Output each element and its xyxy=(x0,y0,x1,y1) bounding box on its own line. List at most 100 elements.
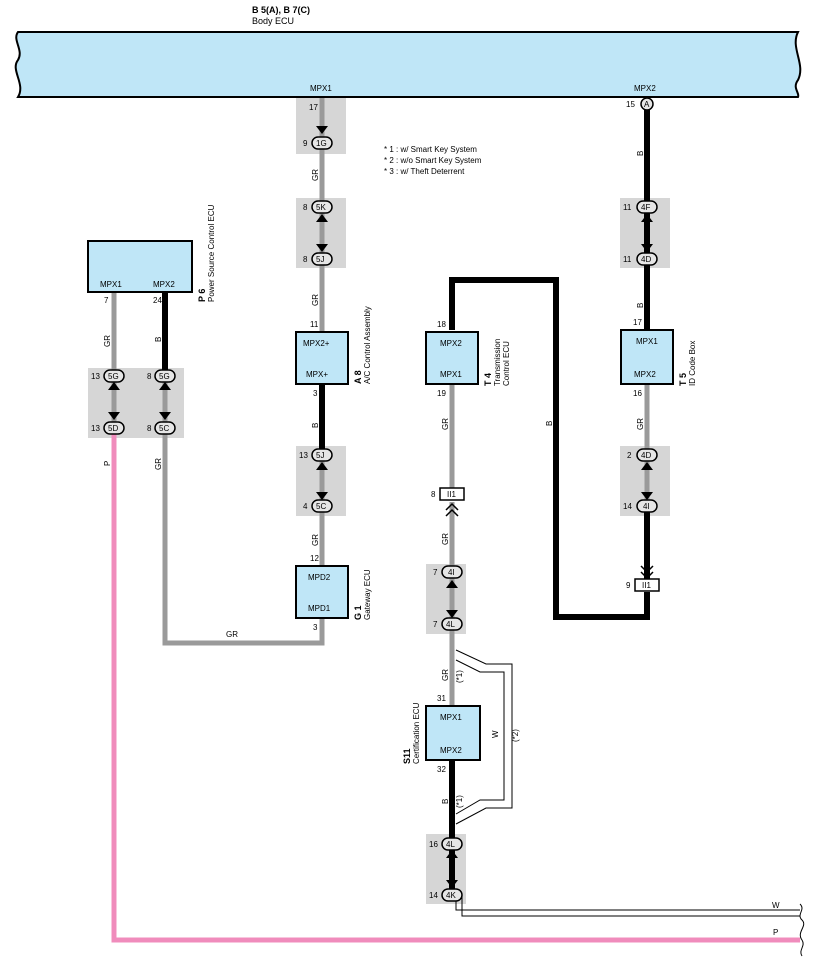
ecu-power-num-b: 24 xyxy=(153,296,162,305)
pin-body-mpx1: 17 xyxy=(309,103,318,112)
body-pin-mpx2: MPX2 xyxy=(634,84,656,93)
pill-body-a-label: A xyxy=(644,100,650,109)
ecu-ac-pin-top: MPX2+ xyxy=(303,339,330,348)
wire-w-bypass-outer xyxy=(455,649,513,825)
pill-body-a xyxy=(640,97,654,111)
label-b-idcode-2: B xyxy=(636,303,645,308)
pill-5g-1 xyxy=(103,369,125,383)
pill-4l-label: 4L xyxy=(446,620,455,629)
pill-4k-label: 4K xyxy=(446,891,456,900)
arrow-down-5k xyxy=(316,244,328,252)
ecu-cert-num-bot: 32 xyxy=(437,765,446,774)
pill-5j-label: 5J xyxy=(316,255,324,264)
pill-4l2-label: 4L xyxy=(446,840,455,849)
ii1-left-label: II1 xyxy=(447,490,456,499)
pill-5c2-label: 5C xyxy=(316,502,326,511)
pin-5j: 8 xyxy=(303,255,308,264)
pill-4i-label: 4I xyxy=(448,568,455,577)
pill-5g1-label: 5G xyxy=(108,372,119,381)
ecu-cert-code: S11 xyxy=(402,748,412,764)
pin-4f: 11 xyxy=(623,203,632,212)
pill-4d2-label: 4D xyxy=(641,451,651,460)
arrow-group xyxy=(108,126,653,888)
chevron-down-ii1-right xyxy=(640,565,654,580)
arrow-up-4l xyxy=(446,850,458,858)
pill-5c xyxy=(154,421,176,435)
pin-5d: 13 xyxy=(91,424,100,433)
arrow-up-5g2 xyxy=(159,382,171,390)
note-2: * 2 : w/o Smart Key System xyxy=(384,156,482,165)
pill-1g-label: 1G xyxy=(316,139,327,148)
ecu-id-pin-bot: MPX2 xyxy=(634,370,656,379)
pin-body-mpx2: 15 xyxy=(626,100,635,109)
note-1: * 1 : w/ Smart Key System xyxy=(384,145,477,154)
label-note1-bot: (*1) xyxy=(455,795,464,808)
ecu-trans-pin-top: MPX2 xyxy=(440,339,462,348)
label-gr-3: GR xyxy=(311,534,320,546)
pin-4i2: 14 xyxy=(623,502,632,511)
body-pin-mpx1: MPX1 xyxy=(310,84,332,93)
ecu-trans-num-bot: 19 xyxy=(437,389,446,398)
ecu-power-pin-a: MPX1 xyxy=(100,280,122,289)
pill-5j xyxy=(311,252,333,266)
ecu-id-code xyxy=(620,329,674,385)
ecu-ac-name: A/C Control Assembly xyxy=(363,306,372,384)
ecu-trans-pin-bot: MPX1 xyxy=(440,370,462,379)
note-3: * 3 : w/ Theft Deterrent xyxy=(384,167,465,176)
pill-4l-2 xyxy=(441,837,463,851)
ecu-certification xyxy=(425,705,481,761)
label-gr-power: GR xyxy=(103,335,112,347)
ecu-ac-control xyxy=(295,331,349,385)
body-ecu-code: B 5(A), B 7(C) xyxy=(252,5,310,15)
pill-4i xyxy=(441,565,463,579)
ecu-gateway xyxy=(295,565,349,619)
arrow-up-4i xyxy=(446,580,458,588)
pill-5g2-label: 5G xyxy=(159,372,170,381)
label-gr-idcode: GR xyxy=(636,418,645,430)
wire-gr-gateway-to-5c xyxy=(162,430,325,646)
pin-4i: 7 xyxy=(433,568,438,577)
ecu-trans-name2: Control ECU xyxy=(502,341,511,386)
ecu-power-source xyxy=(87,240,193,293)
ecu-power-code: P 6 xyxy=(197,289,207,302)
arrow-down-1g xyxy=(316,126,328,134)
ecu-ac-num-top: 11 xyxy=(310,320,319,329)
arrow-down-4l xyxy=(446,880,458,888)
ecu-id-pin-top: MPX1 xyxy=(636,337,658,346)
wire-p-pink xyxy=(111,430,800,943)
ii1-box-right xyxy=(634,578,660,592)
label-b-power: B xyxy=(154,337,163,342)
ecu-trans-name1: Transmission xyxy=(493,339,502,386)
label-gr-trans: GR xyxy=(441,418,450,430)
arrow-down-4d xyxy=(641,492,653,500)
pill-4d-label: 4D xyxy=(641,255,651,264)
pill-5c-2 xyxy=(311,499,333,513)
ecu-trans-code: T 4 xyxy=(483,373,493,386)
ecu-gateway-code: G 1 xyxy=(353,605,363,620)
label-b-idcode: B xyxy=(636,151,645,156)
wire-w-bypass-inner xyxy=(455,659,505,815)
pin-5k: 8 xyxy=(303,203,308,212)
wire-w-bottom-inner xyxy=(461,896,800,917)
pin-4l: 7 xyxy=(433,620,438,629)
pill-4f xyxy=(636,200,658,214)
pin-ii1-right: 9 xyxy=(626,581,631,590)
ecu-gateway-num-top: 12 xyxy=(310,554,319,563)
pin-5j2: 13 xyxy=(299,451,308,460)
ecu-cert-name: Certification ECU xyxy=(412,702,421,764)
label-b-loop: B xyxy=(545,421,554,426)
pill-5d-label: 5D xyxy=(108,424,118,433)
label-gr-bottom: GR xyxy=(226,630,238,639)
pill-4f-label: 4F xyxy=(641,203,650,212)
arrow-down-5g1 xyxy=(108,412,120,420)
pin-4d: 11 xyxy=(623,255,632,264)
ecu-power-pin-b: MPX2 xyxy=(153,280,175,289)
label-b-cert: B xyxy=(441,799,450,804)
label-gr-2: GR xyxy=(311,294,320,306)
ecu-cert-pin-bot: MPX2 xyxy=(440,746,462,755)
ii1-right-label: II1 xyxy=(642,581,651,590)
label-gr-cert: GR xyxy=(441,669,450,681)
pill-5k xyxy=(311,200,333,214)
pill-5c-label: 5C xyxy=(159,424,169,433)
